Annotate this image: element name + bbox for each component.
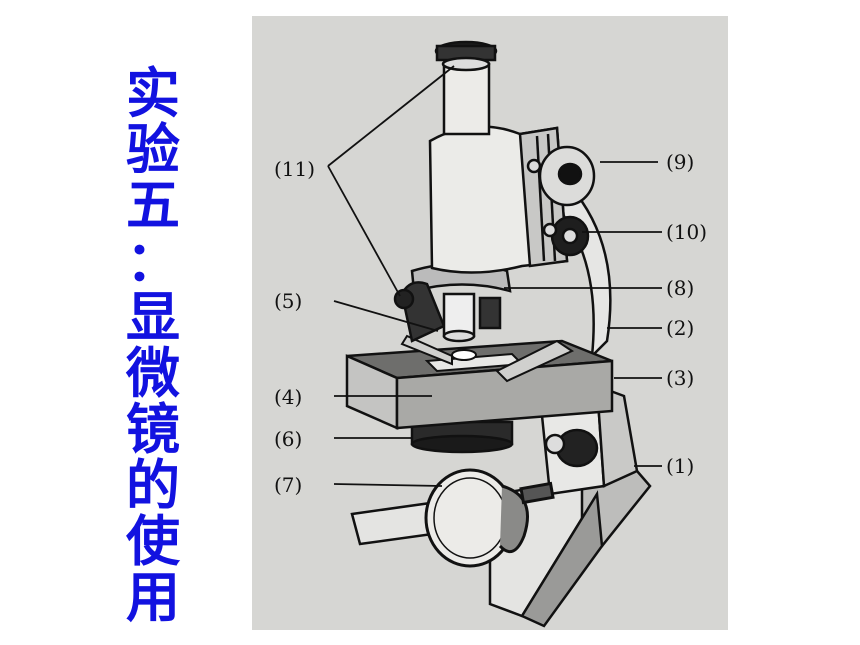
- microscope-objectives: [393, 262, 512, 343]
- title-char: 的: [126, 454, 180, 517]
- label-1: (1): [666, 454, 694, 478]
- microscope-stage: [345, 339, 614, 430]
- label-4: (4): [274, 385, 302, 409]
- title-char: 验: [126, 118, 180, 181]
- microscope-diaphragm: [402, 404, 514, 454]
- label-3: (3): [666, 366, 694, 390]
- fine-focus-knob: [542, 215, 590, 257]
- microscope-lower-knob: [544, 428, 599, 468]
- label-7: (7): [274, 473, 302, 497]
- title-char: 使: [126, 510, 180, 573]
- title-char: 镜: [126, 398, 180, 461]
- microscope-mirror: [424, 468, 555, 568]
- label-5: (5): [274, 289, 302, 313]
- label-11: (11): [274, 157, 315, 181]
- label-6: (6): [274, 427, 302, 451]
- title-char: 实: [126, 62, 180, 125]
- title-char: 微: [126, 342, 180, 405]
- label-10: (10): [666, 220, 707, 244]
- microscope-figure: (11) (5) (4) (6) (7) (9) (10) (8) (2) (3…: [252, 16, 728, 630]
- title-char: 用: [126, 566, 180, 629]
- label-9: (9): [666, 150, 694, 174]
- leader-lines: [327, 65, 662, 487]
- slide-title: 实 验 五 ： 显 微 镜 的 使 用: [118, 66, 188, 626]
- title-char: ：: [126, 230, 180, 293]
- coarse-focus-knob: [526, 145, 596, 207]
- label-2: (2): [666, 316, 694, 340]
- microscope-diagram: (11) (5) (4) (6) (7) (9) (10) (8) (2) (3…: [274, 40, 707, 628]
- microscope-slide: [400, 334, 575, 383]
- title-char: 显: [126, 286, 180, 349]
- label-8: (8): [666, 276, 694, 300]
- title-char: 五: [126, 174, 180, 237]
